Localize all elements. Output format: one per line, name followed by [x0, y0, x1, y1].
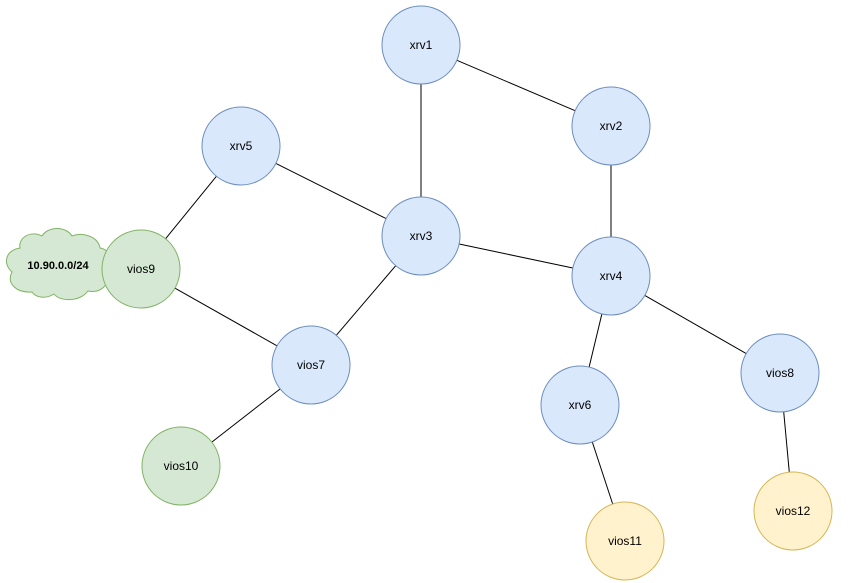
node-label-xrv3: xrv3 — [410, 229, 433, 243]
node-circle-xrv3[interactable] — [381, 196, 461, 276]
nodes-layer: xrv1 xrv2 xrv3 xrv4 xrv5 xrv6 vios7 vios8 vios9 v… — [101, 5, 833, 581]
node-xrv5[interactable]: xrv5 — [201, 106, 281, 186]
node-vios7[interactable]: vios7 — [271, 325, 351, 405]
node-circle-xrv4[interactable] — [571, 236, 651, 316]
link-xrv3-xrv4 — [459, 243, 573, 269]
node-vios9[interactable]: vios9 — [101, 229, 181, 309]
node-vios12[interactable]: vios12 — [753, 471, 833, 551]
node-circle-vios11[interactable] — [585, 501, 665, 581]
node-xrv3[interactable]: xrv3 — [381, 196, 461, 276]
node-label-vios9: vios9 — [127, 262, 155, 276]
cloud-label: 10.90.0.0/24 — [27, 260, 89, 272]
cloud-shape — [5, 228, 112, 301]
node-circle-vios8[interactable] — [740, 333, 820, 413]
node-label-xrv1: xrv1 — [410, 38, 433, 52]
link-vios7-vios10 — [211, 388, 281, 443]
node-label-vios7: vios7 — [297, 358, 325, 372]
node-label-xrv2: xrv2 — [600, 119, 623, 133]
node-label-xrv5: xrv5 — [230, 139, 253, 153]
node-vios10[interactable]: vios10 — [141, 426, 221, 506]
node-circle-vios9[interactable] — [101, 229, 181, 309]
link-vios8-vios12 — [783, 411, 790, 473]
link-vios9-vios7 — [174, 287, 278, 347]
node-circle-xrv1[interactable] — [381, 5, 461, 85]
node-xrv6[interactable]: xrv6 — [540, 365, 620, 445]
network-cloud: 10.90.0.0/24 — [5, 228, 112, 301]
link-xrv4-xrv6 — [588, 313, 603, 368]
link-xrv3-vios7 — [335, 265, 397, 336]
node-label-xrv4: xrv4 — [600, 269, 623, 283]
node-label-vios11: vios11 — [608, 534, 642, 548]
link-xrv5-vios9 — [165, 175, 217, 240]
node-xrv1[interactable]: xrv1 — [381, 5, 461, 85]
node-circle-xrv6[interactable] — [540, 365, 620, 445]
node-vios11[interactable]: vios11 — [585, 501, 665, 581]
link-xrv6-vios11 — [591, 441, 614, 505]
link-xrv5-xrv3 — [275, 162, 387, 220]
link-xrv1-xrv2 — [456, 59, 576, 112]
node-label-vios8: vios8 — [766, 366, 794, 380]
node-label-vios10: vios10 — [164, 459, 199, 473]
node-circle-vios12[interactable] — [753, 471, 833, 551]
node-circle-vios7[interactable] — [271, 325, 351, 405]
node-label-vios12: vios12 — [776, 504, 811, 518]
link-xrv4-vios8 — [644, 294, 747, 355]
node-circle-xrv2[interactable] — [571, 86, 651, 166]
node-circle-xrv5[interactable] — [201, 106, 281, 186]
node-circle-vios10[interactable] — [141, 426, 221, 506]
node-label-xrv6: xrv6 — [569, 398, 592, 412]
node-xrv2[interactable]: xrv2 — [571, 86, 651, 166]
node-xrv4[interactable]: xrv4 — [571, 236, 651, 316]
links-layer — [165, 59, 790, 505]
node-vios8[interactable]: vios8 — [740, 333, 820, 413]
